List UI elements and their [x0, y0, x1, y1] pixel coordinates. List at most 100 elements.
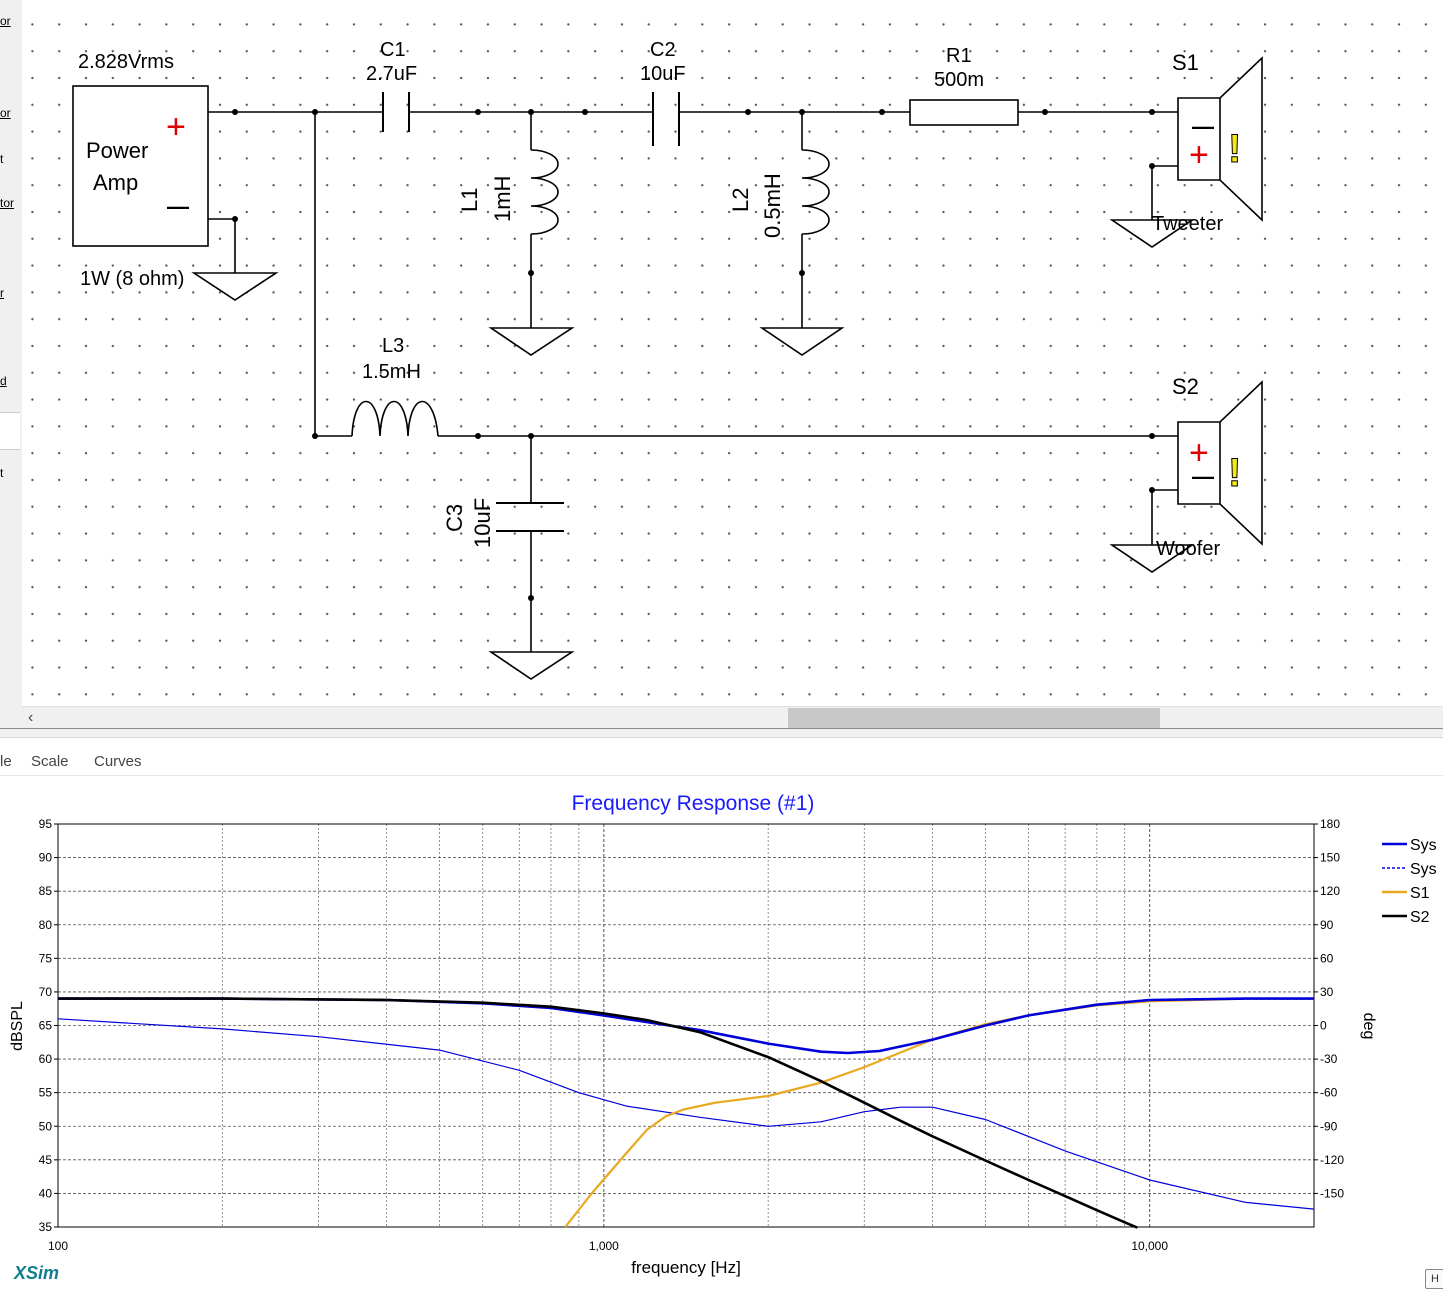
resistor-r1[interactable]: R1 500m — [909, 45, 1019, 126]
s1-label: Tweeter — [1152, 213, 1223, 235]
scroll-left-arrow-icon[interactable]: ‹ — [28, 709, 34, 726]
menu-item-scale[interactable]: Scale — [31, 753, 69, 770]
corner-button[interactable]: H — [1425, 1269, 1443, 1289]
chart-series — [57, 997, 1315, 1229]
y2-tick-label: -30 — [1320, 1052, 1338, 1066]
y2-tick-label: 30 — [1320, 985, 1334, 999]
y2-tick-label: 0 — [1320, 1019, 1327, 1033]
y2-tick-label: 60 — [1320, 951, 1334, 965]
x-axis-label: frequency [Hz] — [631, 1258, 741, 1277]
s1-plus: + — [1189, 136, 1209, 174]
l1-value: 1mH — [490, 176, 515, 222]
power-amp-label-2: Amp — [93, 170, 138, 195]
palette-item-label[interactable]: r — [0, 286, 4, 300]
s2-name: S2 — [1172, 374, 1199, 399]
c1-value: 2.7uF — [366, 63, 417, 85]
power-amp[interactable]: 2.828Vrms Power Amp + — 1W (8 ohm) — [72, 51, 209, 290]
y2-tick-label: -150 — [1320, 1186, 1344, 1200]
palette-item-label[interactable]: t — [0, 466, 4, 480]
warning-icon: ! — [1228, 127, 1241, 171]
y2-tick-label: 90 — [1320, 918, 1334, 932]
y-tick-label: 85 — [39, 884, 53, 898]
legend-label: S1 — [1410, 885, 1430, 902]
y-tick-label: 40 — [39, 1186, 53, 1200]
y2-tick-label: -60 — [1320, 1086, 1338, 1100]
chart-title: Frequency Response (#1) — [572, 792, 815, 815]
palette-item-label[interactable]: or — [0, 14, 11, 28]
l3-value: 1.5mH — [362, 361, 421, 383]
speaker-s2[interactable]: S2 + — ! Woofer — [1156, 374, 1263, 560]
amp-rating: 1W (8 ohm) — [80, 268, 184, 290]
legend-label: S2 — [1410, 909, 1430, 926]
y-tick-label: 60 — [39, 1052, 53, 1066]
frequency-response-chart[interactable]: Frequency Response (#1) 35 40 45 50 55 60 65 70… — [0, 776, 1443, 1287]
y2-tick-label: 120 — [1320, 884, 1340, 898]
schematic-canvas[interactable]: 2.828Vrms Power Amp + — 1W (8 ohm) C1 2.… — [22, 0, 1443, 706]
l2-value: 0.5mH — [760, 173, 785, 238]
legend-label: Sys — [1410, 861, 1437, 878]
inductor-l2[interactable]: L2 0.5mH — [728, 149, 830, 238]
power-amp-label-1: Power — [86, 138, 148, 163]
xsim-logo: XSim — [14, 1263, 60, 1283]
component-palette: or or t tor r d t — [0, 0, 23, 728]
palette-item-label[interactable]: d — [0, 374, 7, 388]
c2-value: 10uF — [640, 63, 686, 85]
junction-dots — [232, 109, 1155, 601]
inductor-l1[interactable]: L1 1mH — [457, 149, 559, 235]
capacitor-c1[interactable]: C1 2.7uF — [366, 39, 417, 132]
chart-menubar: le Scale Curves — [0, 745, 1443, 776]
y-tick-label: 45 — [39, 1153, 53, 1167]
horizontal-scrollbar[interactable]: ‹ — [22, 706, 1443, 729]
l2-name: L2 — [728, 188, 753, 212]
y-tick-label: 55 — [39, 1086, 53, 1100]
s2-plus: + — [1189, 434, 1209, 472]
palette-item-label[interactable]: tor — [0, 196, 15, 210]
legend-label: Sys — [1410, 837, 1437, 854]
ground-symbols — [191, 219, 1195, 680]
minus-terminal: — — [167, 194, 189, 219]
s2-label: Woofer — [1156, 538, 1220, 560]
scrollbar-thumb[interactable] — [788, 708, 1160, 728]
wires — [208, 111, 1178, 652]
y-tick-label: 70 — [39, 985, 53, 999]
palette-item-label[interactable]: t — [0, 152, 4, 166]
l3-name: L3 — [382, 335, 404, 357]
pane-splitter[interactable] — [0, 728, 1443, 738]
warning-icon: ! — [1228, 451, 1241, 495]
y-tick-label: 50 — [39, 1119, 53, 1133]
y-tick-label: 90 — [39, 851, 53, 865]
x-tick-label: 10,000 — [1131, 1239, 1168, 1253]
y-tick-label: 35 — [39, 1220, 53, 1234]
speaker-s1[interactable]: S1 — + ! Tweeter — [1152, 50, 1263, 235]
y-axis-label: dBSPL — [9, 1001, 26, 1051]
menu-item-curves[interactable]: Curves — [94, 753, 142, 770]
y-tick-label: 65 — [39, 1019, 53, 1033]
capacitor-c3[interactable]: C3 10uF — [442, 498, 564, 548]
y2-tick-label: -90 — [1320, 1119, 1338, 1133]
c2-name: C2 — [650, 39, 676, 61]
y-axis-ticks: 35 40 45 50 55 60 65 70 75 80 85 90 95 — [39, 817, 58, 1234]
source-voltage: 2.828Vrms — [78, 51, 174, 73]
c3-value: 10uF — [470, 498, 495, 548]
l1-name: L1 — [457, 188, 482, 212]
menu-item-file[interactable]: le — [0, 753, 12, 770]
chart-grid — [57, 823, 1315, 1228]
series-s1 — [564, 997, 1314, 1228]
r1-name: R1 — [946, 45, 972, 67]
y-tick-label: 75 — [39, 951, 53, 965]
y-tick-label: 95 — [39, 817, 53, 831]
palette-selected-item[interactable] — [0, 412, 20, 450]
s1-minus: — — [1192, 114, 1214, 139]
series-s2 — [58, 997, 1139, 1229]
inductor-l3[interactable]: L3 1.5mH — [351, 335, 439, 437]
capacitor-c2[interactable]: C2 10uF — [640, 39, 686, 146]
y-tick-label: 80 — [39, 918, 53, 932]
x-tick-label: 100 — [48, 1239, 68, 1253]
y2-tick-label: 150 — [1320, 851, 1340, 865]
y2-axis-label: deg — [1360, 1013, 1377, 1040]
palette-item-label[interactable]: or — [0, 106, 11, 120]
plus-terminal: + — [166, 108, 186, 146]
